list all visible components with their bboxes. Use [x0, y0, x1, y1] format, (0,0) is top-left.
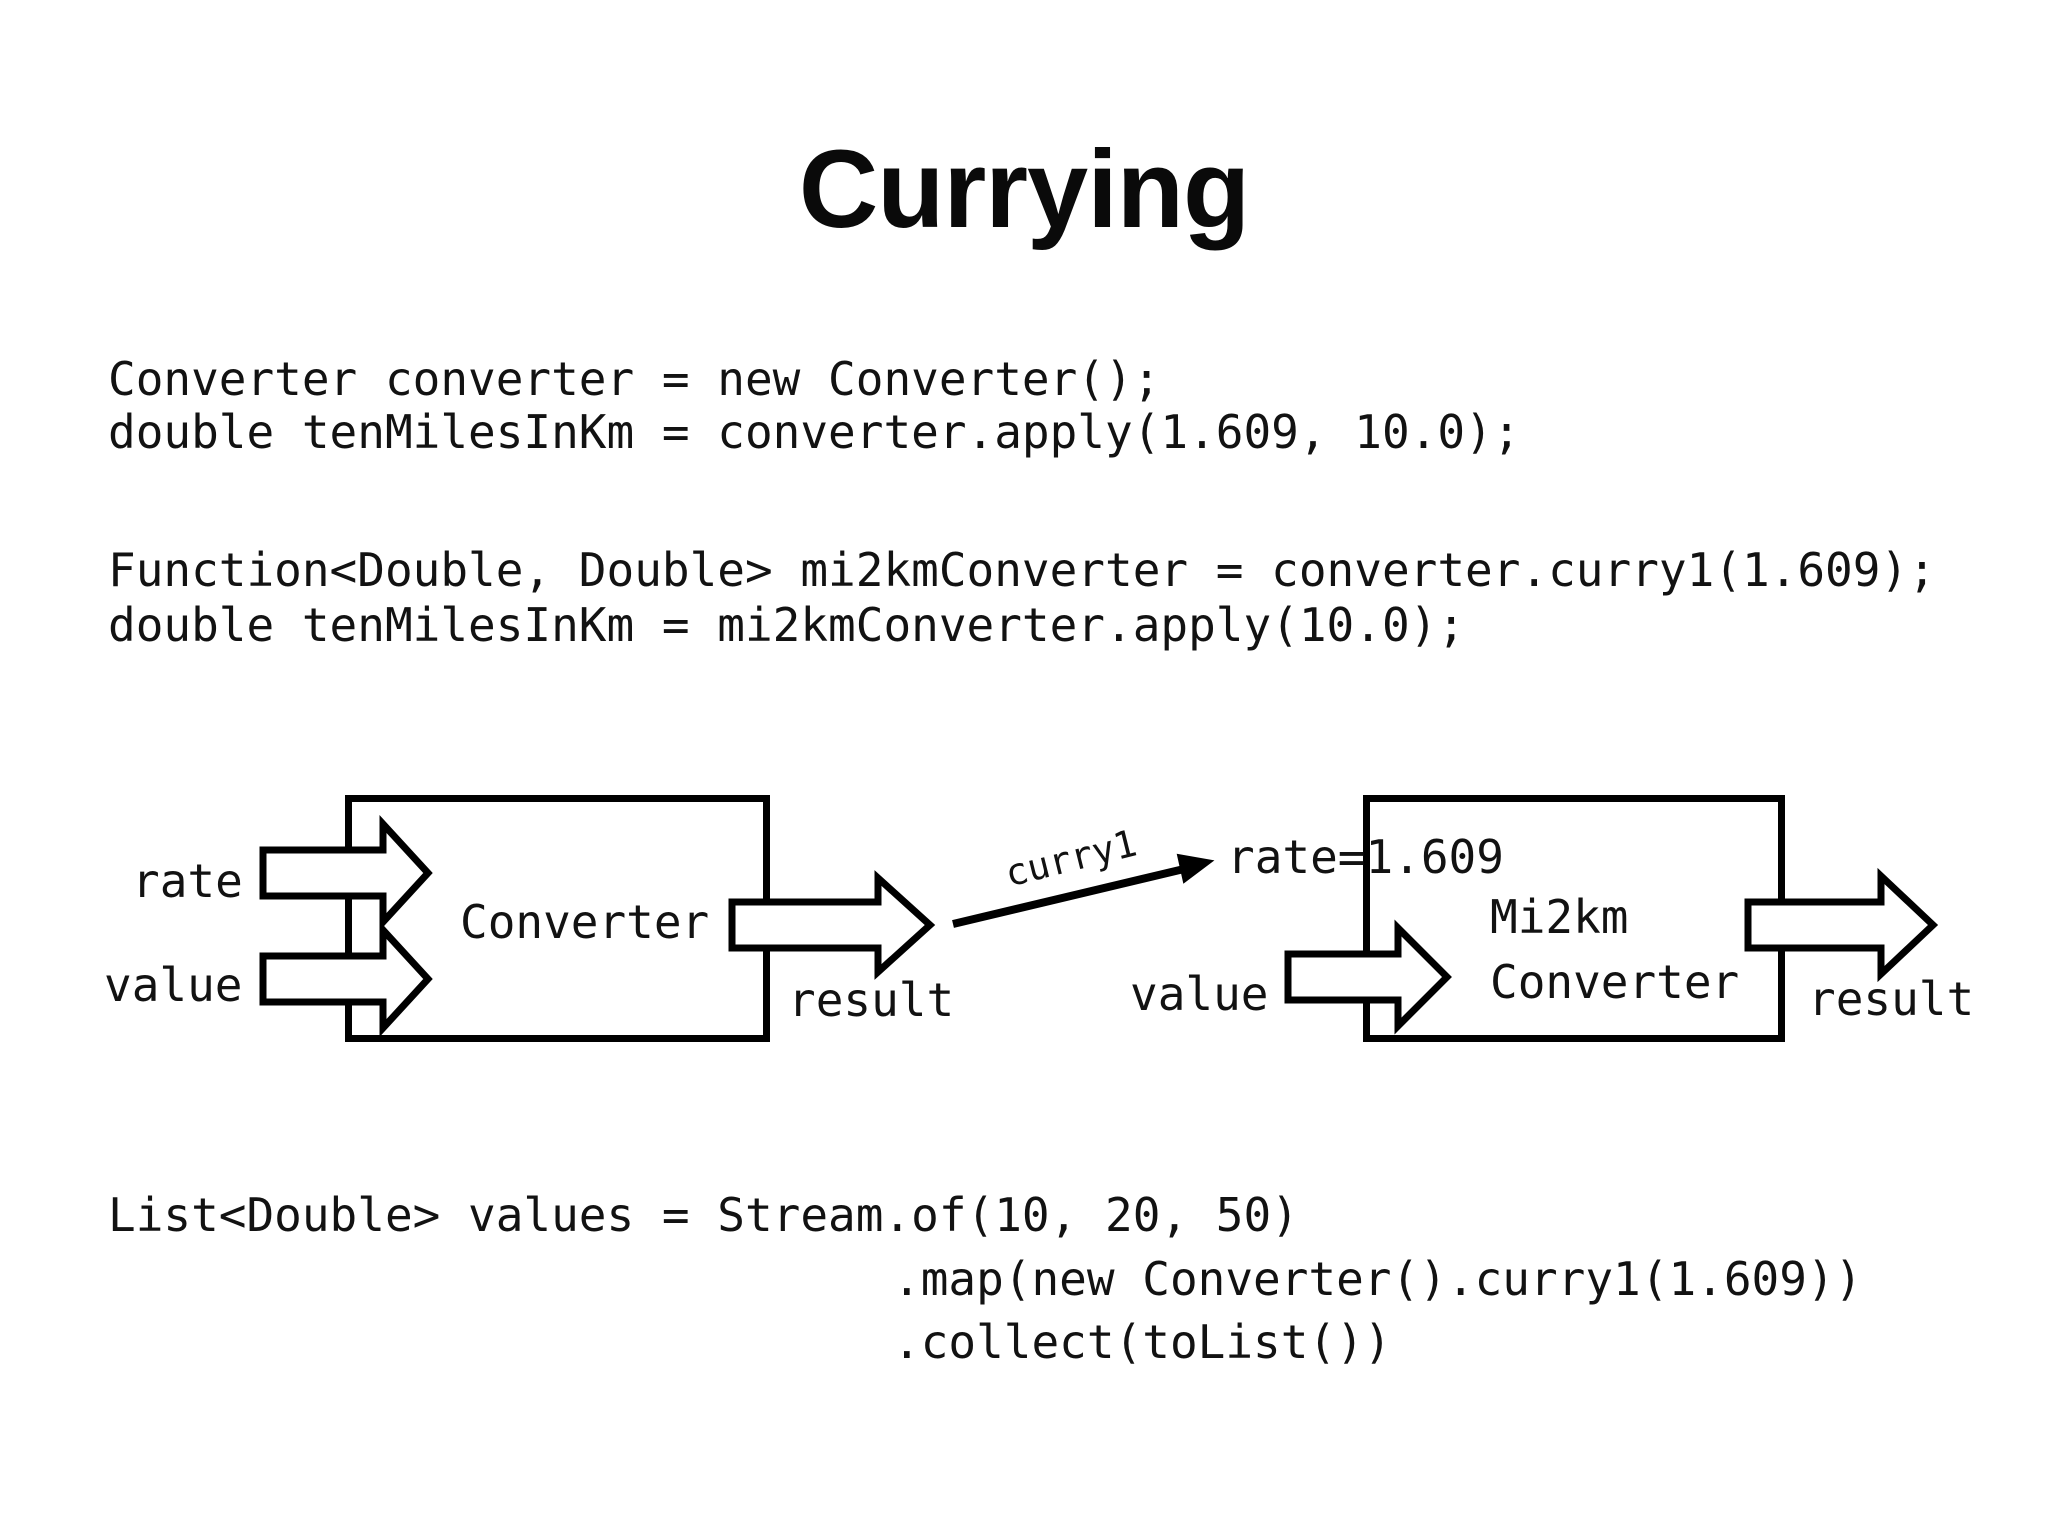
code-line: double tenMilesInKm = converter.apply(1.… [108, 405, 1521, 459]
mi2km-box-label-line1: Mi2km [1490, 890, 1629, 944]
rate-label: rate [132, 854, 243, 908]
value-input-arrow-right [1284, 919, 1452, 1035]
curry1-arrowhead-icon [1176, 853, 1215, 884]
code-line: Converter converter = new Converter(); [108, 352, 1161, 406]
rate-input-arrow [259, 815, 433, 931]
rate-param-label: rate=1.609 [1227, 830, 1504, 884]
value-input-arrow-left [259, 921, 433, 1037]
code-line: .map(new Converter().curry1(1.609)) [893, 1252, 1863, 1306]
result-label-left: result [788, 973, 955, 1027]
result-label-right: result [1808, 972, 1975, 1026]
curry1-arrow [952, 865, 1185, 928]
value-label-left: value [104, 958, 243, 1012]
code-line: double tenMilesInKm = mi2kmConverter.app… [108, 598, 1466, 652]
code-line: Function<Double, Double> mi2kmConverter … [108, 543, 1936, 597]
value-label-right: value [1130, 967, 1269, 1021]
mi2km-box-label-line2: Converter [1490, 955, 1740, 1009]
code-line: List<Double> values = Stream.of(10, 20, … [108, 1188, 1299, 1242]
converter-box-label: Converter [460, 895, 710, 949]
result-output-arrow-right [1744, 867, 1939, 983]
code-line: .collect(toList()) [893, 1315, 1392, 1369]
result-output-arrow-left [728, 870, 936, 980]
slide-title: Currying [798, 128, 1250, 251]
